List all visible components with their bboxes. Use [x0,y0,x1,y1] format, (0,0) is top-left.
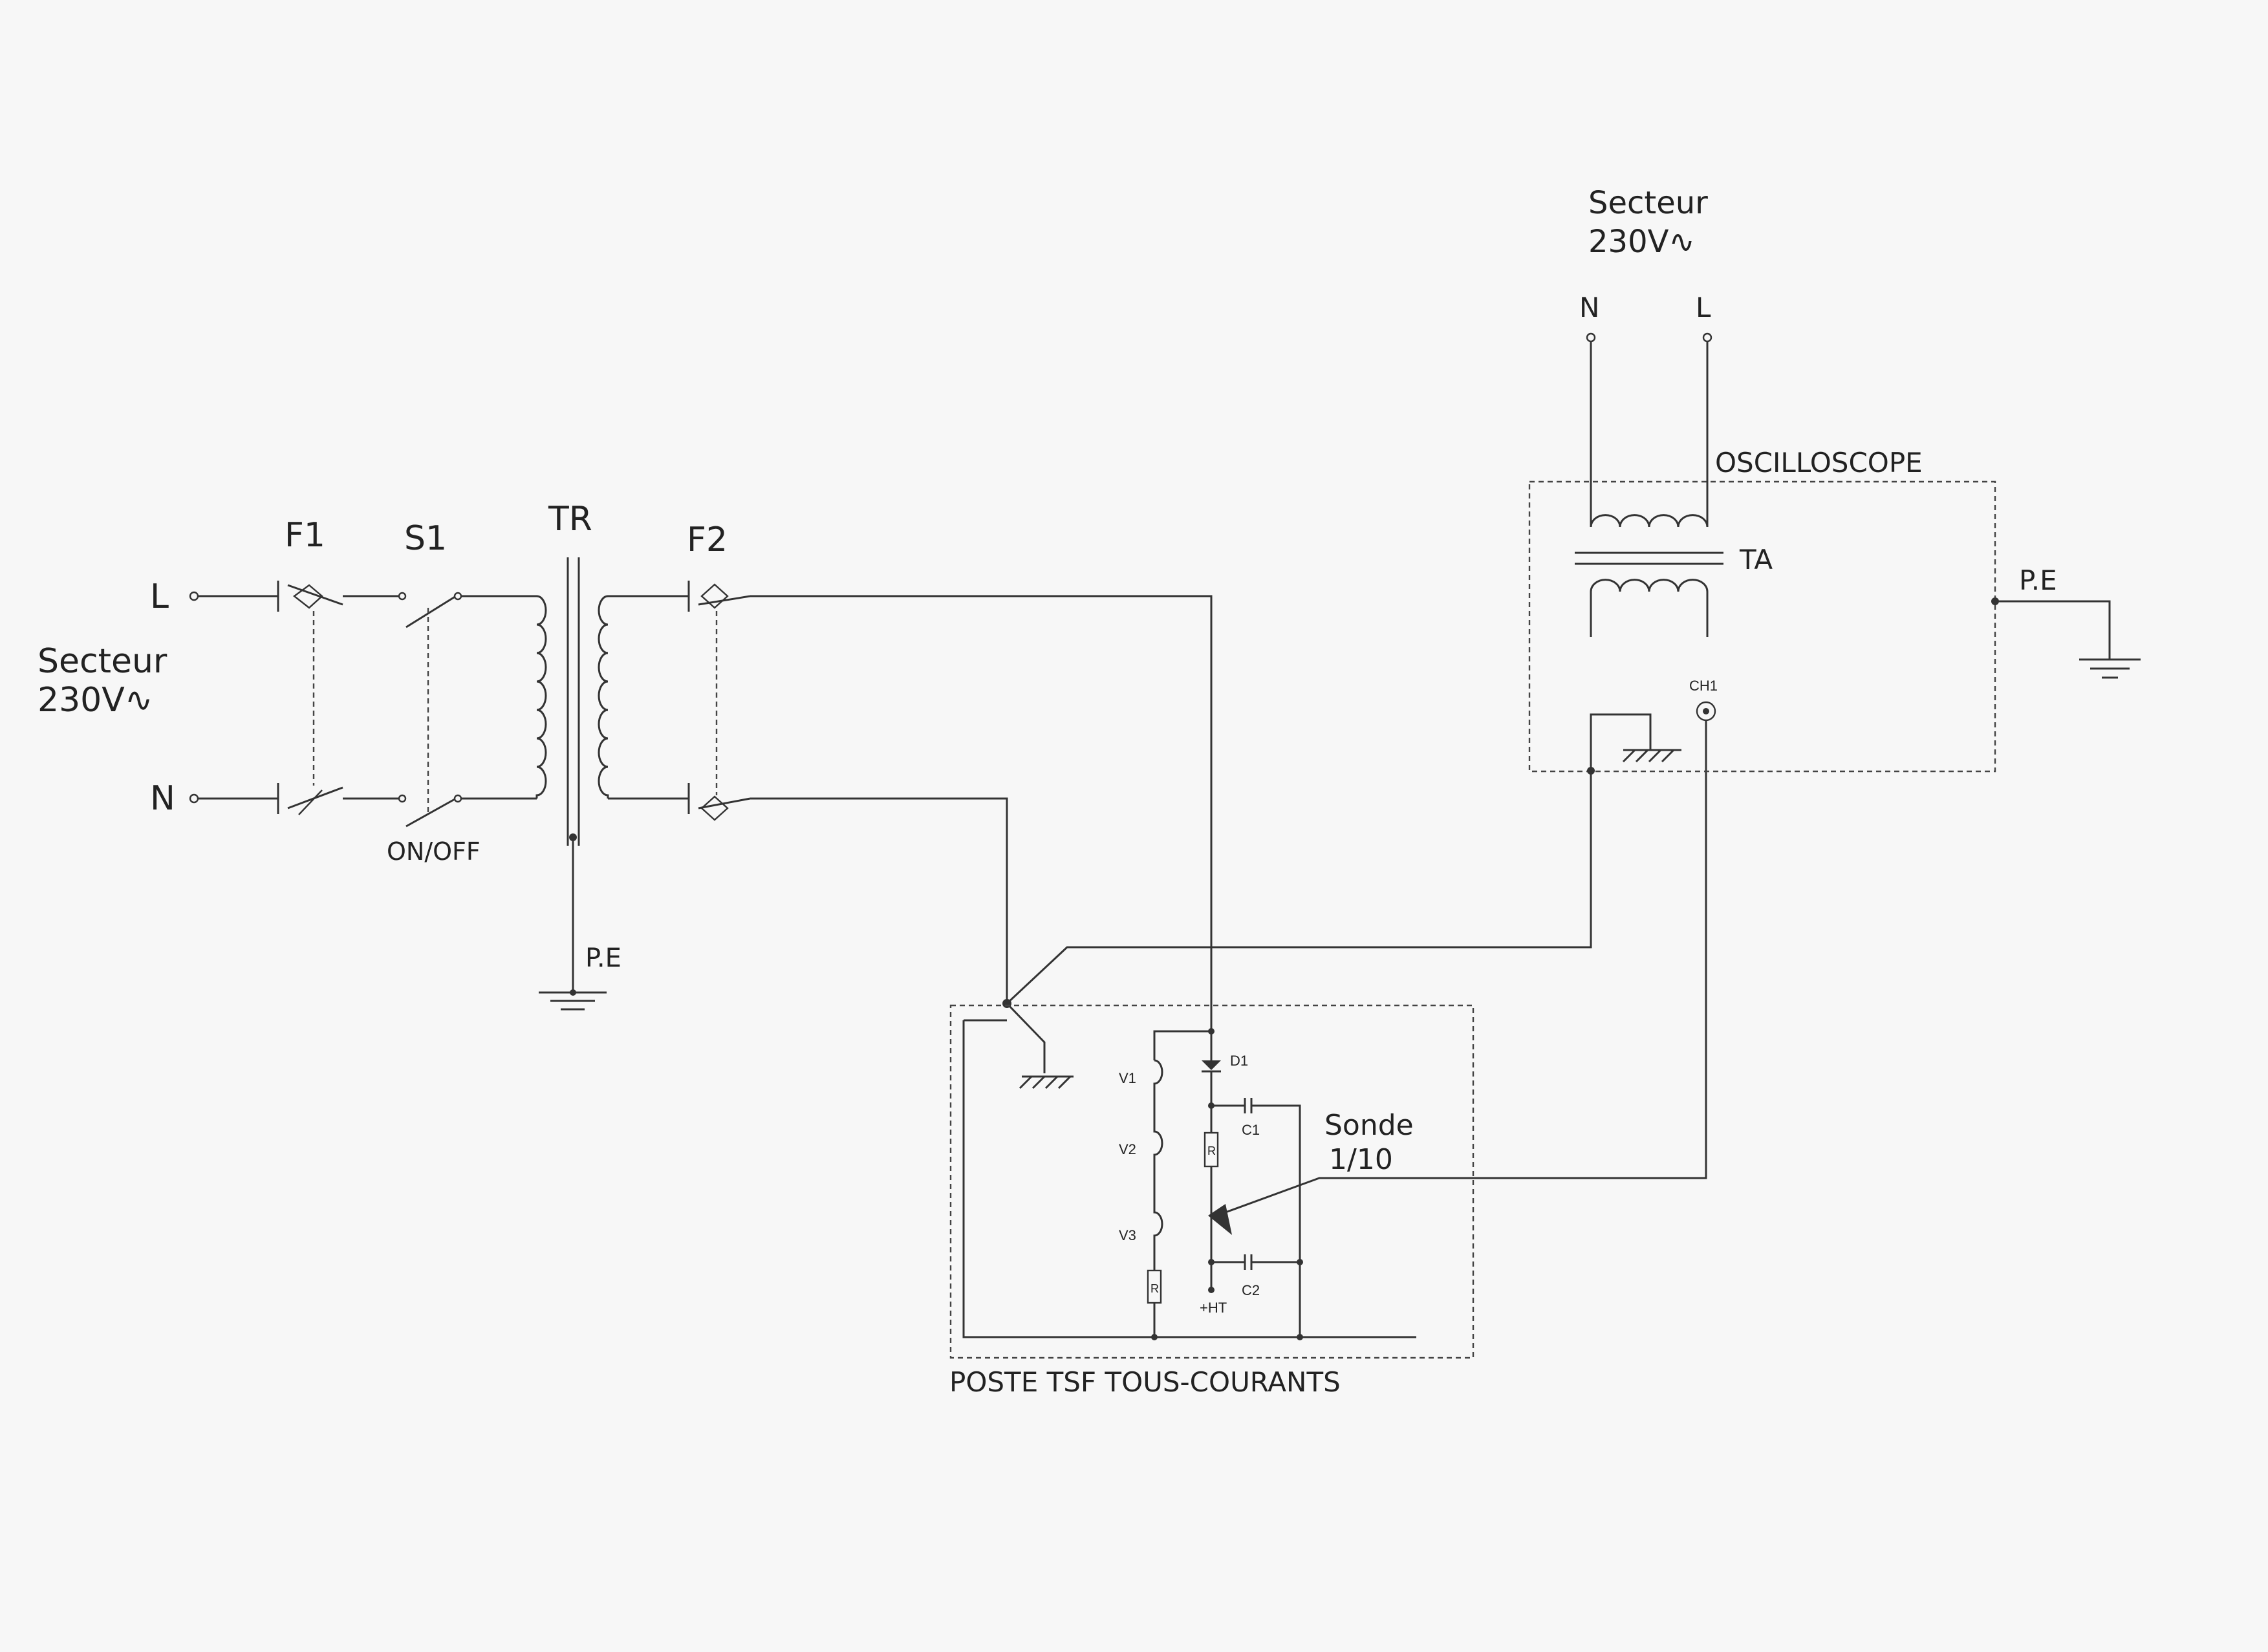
probe-label: Sonde [1324,1109,1414,1142]
oscilloscope-title: OSCILLOSCOPE [1715,447,1923,478]
radio-circuit [962,1019,1416,1340]
cap-c1-label: C1 [1242,1122,1260,1138]
scope-pe-label: P.E [2019,564,2057,596]
fuse1-label: F1 [285,516,325,555]
terminal-n-left [189,793,199,804]
ch1-label: CH1 [1689,678,1718,694]
mains-left-phase-label: L [150,577,169,616]
wire-phase-to-radio [750,595,1213,1031]
fuse1-symbol [198,581,343,815]
scope-ground-terminal [1587,713,1681,775]
tr-earth-label: P.E [585,943,621,973]
mains-left-neutral-label: N [150,779,175,818]
wire-neutral-to-radio [750,797,1008,1003]
wire-chassis-ground [1006,1002,1046,1073]
radio-box [949,1004,1474,1359]
wire-chassis-to-scope-ground [1006,771,1592,1005]
scope-terminal-l [1702,332,1712,343]
terminal-l-left [189,591,199,601]
scope-pe-wire [1995,600,2111,660]
resistor-a-label: R [1207,1144,1216,1157]
mains-left-voltage: 230V∿ [38,681,153,720]
cap-c2-label: C2 [1242,1282,1260,1298]
transformer-tr-symbol [461,557,609,1011]
scope-mains-title: Secteur [1588,185,1708,221]
scope-transformer-ta [1575,341,1723,637]
fuse2-label: F2 [687,520,728,559]
switch1-label: S1 [404,519,447,558]
valve-v3-label: V3 [1119,1227,1136,1243]
switch1-symbol [343,592,462,828]
scope-neutral-label: N [1579,292,1599,323]
scope-terminal-n [1586,332,1596,343]
resistor-b-label: R [1150,1282,1159,1295]
scope-transformer-label: TA [1739,544,1773,575]
radio-title: POSTE TSF TOUS-COURANTS [949,1366,1341,1398]
valve-v1-label: V1 [1119,1070,1136,1086]
probe-ratio: 1/10 [1329,1143,1393,1176]
mains-left-title: Secteur [38,642,167,681]
scope-phase-label: L [1696,292,1711,323]
scope-pe-ground-icon [2079,658,2141,679]
ht-label: +HT [1200,1300,1227,1316]
chassis-ground-icon [1019,1075,1074,1089]
diode-d1-label: D1 [1230,1053,1248,1069]
probe-wire [1225,719,1707,1214]
scope-mains-voltage: 230V∿ [1588,224,1695,260]
fuse2-symbol [608,581,751,821]
valve-v2-label: V2 [1119,1141,1136,1157]
transformer-label: TR [548,500,592,539]
oscilloscope-box [1528,480,1996,773]
ch1-connector-icon [1696,701,1716,722]
switch1-state: ON/OFF [387,837,481,866]
